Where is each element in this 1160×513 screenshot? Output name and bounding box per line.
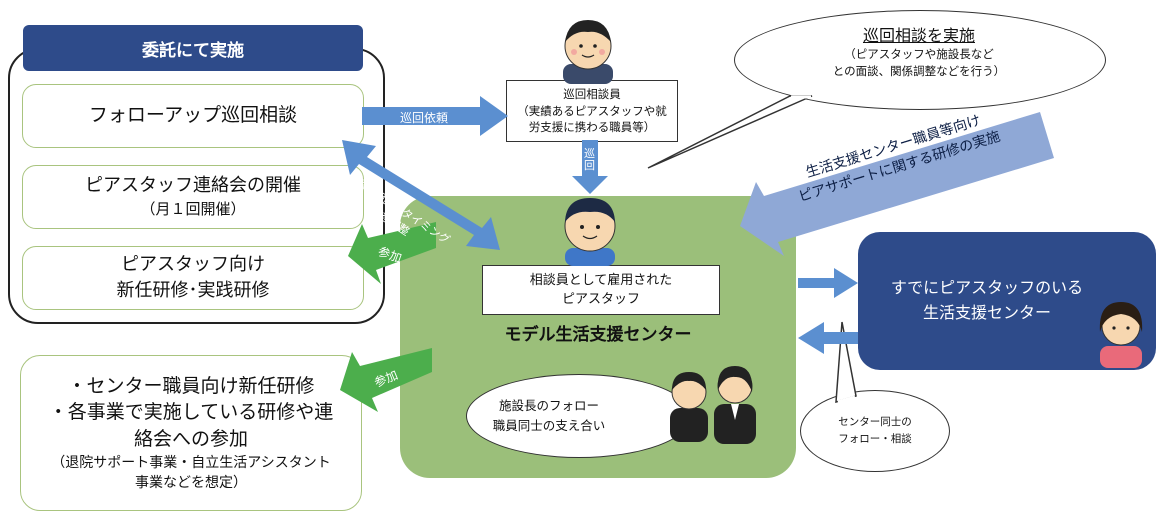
meeting-note: （月１回開催）	[140, 200, 246, 219]
existing-center-line1: すでにピアスタッフのいる	[890, 278, 1084, 298]
speech-title: 巡回相談を実施	[862, 26, 975, 45]
training-line1: ピアスタッフ向け	[121, 253, 265, 275]
facility-follow-line1: 施設長のフォロー	[498, 398, 599, 413]
speech-tail	[647, 95, 813, 169]
patrol-request-label: 巡回依頼	[400, 111, 449, 125]
patrol-down-arrow	[572, 140, 608, 194]
hired-peer-line2: ピアスタッフ	[561, 292, 640, 307]
meeting-title: ピアスタッフ連絡会の開催	[85, 175, 301, 197]
participate-arrow-top	[348, 222, 436, 284]
speech-subtitle: （ピアスタッフや施設長など との面談、関係調整などを行う）	[734, 46, 1104, 81]
timing-double-arrow	[342, 140, 500, 250]
facility-staff-pair-icon	[670, 366, 756, 444]
hired-peer-staff-person-icon	[564, 198, 616, 266]
to-existing-center-arrow	[798, 268, 858, 298]
existing-center-line2: 生活支援センター	[922, 303, 1051, 322]
center-mutual-line1: センター同士の	[838, 416, 912, 429]
center-training-note2: 事業などを想定）	[135, 474, 247, 491]
existing-peer-center-box: すでにピアスタッフのいる 生活支援センター	[858, 232, 1156, 370]
commission-header: 委託にて実施	[23, 25, 363, 71]
center-training-note1: （退院サポート事業・自立生活アシスタント	[51, 454, 331, 471]
patrol-consultant-line2: （実績あるピアスタッフや就	[517, 103, 667, 118]
participate-arrow-bottom	[340, 348, 432, 412]
center-staff-training-box: ・センター職員向け新任研修 ・各事業で実施している研修や連 絡会への参加 （退院…	[20, 355, 362, 511]
patrol-consultant-line1: 巡回相談員	[563, 86, 621, 101]
center-training-line2: ・各事業で実施している研修や連	[48, 401, 334, 424]
center-training-line3: 絡会への参加	[133, 428, 248, 450]
patrol-label: 巡回	[584, 147, 595, 173]
patrol-consultant-line3: 労支援に携わる職員等）	[528, 120, 656, 135]
speech-line2: との面談、関係調整などを行う）	[832, 64, 1006, 79]
center-mutual-ellipse: センター同士の フォロー・相談	[800, 390, 950, 472]
hired-peer-line1: 相談員として雇用された	[529, 272, 673, 288]
patrol-request-arrow	[362, 96, 508, 136]
peer-staff-meeting-box: ピアスタッフ連絡会の開催 （月１回開催）	[22, 165, 364, 229]
center-mutual-line2: フォロー・相談	[838, 433, 912, 445]
model-center-label: モデル生活支援センター	[504, 325, 692, 345]
speech-line1: （ピアスタッフや施設長など	[844, 47, 994, 61]
speech-bubble	[734, 10, 1106, 110]
facility-follow-ellipse: 施設長のフォロー 職員同士の支え合い	[466, 374, 692, 458]
facility-follow-line2: 職員同士の支え合い	[492, 418, 606, 433]
center-training-line1: ・センター職員向け新任研修	[67, 374, 315, 397]
peer-staff-training-box: ピアスタッフ向け 新任研修･実践研修	[22, 246, 364, 310]
staff-training-arrow	[740, 112, 1054, 256]
hired-peer-staff-box: 相談員として雇用された ピアスタッフ	[482, 265, 720, 315]
patrol-consultant-person-icon	[563, 20, 613, 84]
training-line2: 新任研修･実践研修	[116, 280, 270, 301]
existing-center-person-icon	[1099, 302, 1143, 368]
from-existing-center-arrow	[798, 322, 858, 354]
patrol-consultant-box: 巡回相談員 （実績あるピアスタッフや就 労支援に携わる職員等）	[506, 80, 678, 142]
